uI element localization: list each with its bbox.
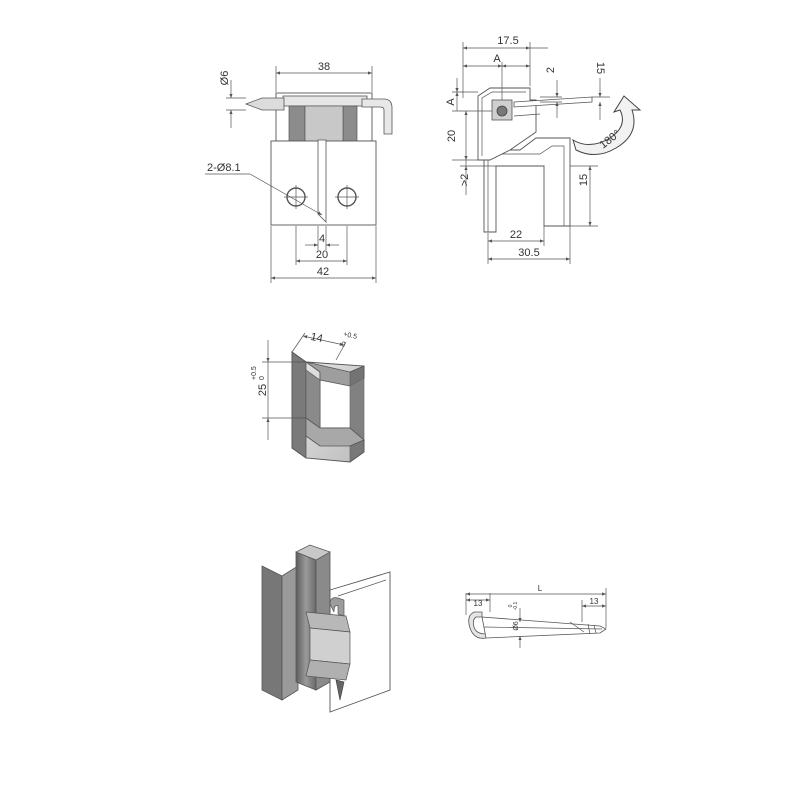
dim-14-tol-upper: +0.5 [343, 331, 358, 341]
pin-dim-left: 13 [474, 599, 483, 608]
dim-14: 14 [309, 331, 323, 345]
pin-hook-end [468, 611, 487, 639]
frame-channel-side [281, 565, 299, 701]
frame-channel-back [261, 565, 283, 701]
dim-holes: 2-Ø8.1 [207, 162, 241, 174]
dim-pin-dia: Ø6 [219, 71, 231, 86]
dim-25: 25 [257, 384, 269, 396]
pin-view: 13 L 13 Ø6 0 -0.1 [465, 584, 607, 648]
pin-tip-iso [335, 679, 345, 701]
dim-hole-pitch: 20 [316, 249, 328, 261]
pin-dim-dia-tol-lower: -0.1 [513, 601, 519, 610]
pin-dim-right: 13 [590, 597, 599, 606]
pin-dim-dia-tol-upper: 0 [508, 604, 514, 607]
hinge-leaf-iso [309, 627, 351, 665]
dim-25-tol-lower: 0 [259, 376, 266, 380]
pin-hook-iso [329, 597, 345, 617]
dim-25-tol-upper: +0.5 [251, 366, 258, 380]
pin-hook [361, 98, 393, 135]
c-profile-lip-face [349, 365, 365, 463]
dim-slot: 4 [319, 233, 325, 245]
dim-gt2: >2 [459, 174, 471, 187]
dim-14-tol-lower: 0 [341, 341, 346, 349]
dim-width-top: 38 [318, 61, 330, 73]
dim-15-top: 15 [594, 62, 606, 74]
dim-30-5: 30.5 [518, 247, 539, 259]
pin-section [496, 105, 508, 117]
pin-dim-dia: Ø6 [513, 621, 520, 630]
hinge-knuckle-right [342, 105, 358, 143]
dim-20: 20 [446, 130, 458, 142]
hinge-knuckle-lower [305, 659, 351, 681]
dim-22: 22 [510, 229, 522, 241]
pin-shaft [481, 616, 607, 639]
dim-2: 2 [545, 67, 557, 73]
cutout-view: 14 +0.5 0 25 +0.5 0 [251, 331, 365, 463]
pin-tip [244, 97, 285, 111]
hinge-center-leaf [304, 105, 344, 143]
dim-width-bottom: 42 [317, 266, 329, 278]
hinge-knuckle-left [288, 105, 306, 143]
c-profile-front [291, 351, 307, 459]
rotation-arrow [572, 95, 642, 155]
dim-a-left: A [445, 98, 457, 106]
center-slot [317, 139, 327, 223]
pin-dim-length: L [538, 584, 543, 593]
hinge-barrel [282, 95, 368, 107]
isometric-assembly [261, 544, 391, 713]
side-view: 180° 17.5 A 2 15 A 20 [445, 35, 642, 264]
frame-channel-top [295, 544, 331, 561]
dim-a-top: A [493, 53, 501, 65]
dim-17-5: 17.5 [497, 35, 518, 47]
front-view: 38 Ø6 2-Ø8.1 4 20 42 [205, 61, 393, 283]
dim-15-right: 15 [578, 174, 590, 186]
